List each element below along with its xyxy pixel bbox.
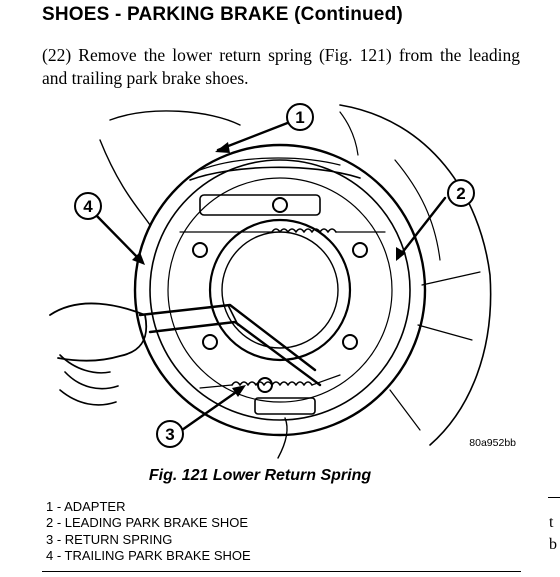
figure-code: 80a952bb	[469, 437, 516, 449]
section-heading: SHOES - PARKING BRAKE (Continued)	[42, 4, 403, 25]
legend-item-leading-shoe: 2 - LEADING PARK BRAKE SHOE	[46, 515, 249, 531]
margin-fragment-b: b	[549, 536, 557, 553]
callout-1: 1	[295, 108, 304, 127]
legend-item-return-spring: 3 - RETURN SPRING	[46, 531, 173, 547]
legend-rule	[42, 571, 521, 572]
legend-item-adapter: 1 - ADAPTER	[46, 499, 126, 514]
next-column-rule	[548, 497, 560, 498]
margin-fragment-t: t	[549, 514, 554, 531]
callout-3: 3	[165, 425, 174, 444]
figure-caption: Fig. 121 Lower Return Spring	[148, 467, 372, 484]
callout-2: 2	[456, 184, 465, 203]
figure-legend: 1 - ADAPTER 2 - LEADING PARK BRAKE SHOE …	[46, 499, 251, 564]
legend-item-trailing-shoe: 4 - TRAILING PARK BRAKE SHOE	[46, 547, 251, 563]
callout-4: 4	[83, 197, 93, 216]
brake-assembly-illustration: 1 2 3 4 80a952bb	[49, 103, 516, 459]
step-22-text: (22) Remove the lower return spring (Fig…	[42, 45, 520, 88]
